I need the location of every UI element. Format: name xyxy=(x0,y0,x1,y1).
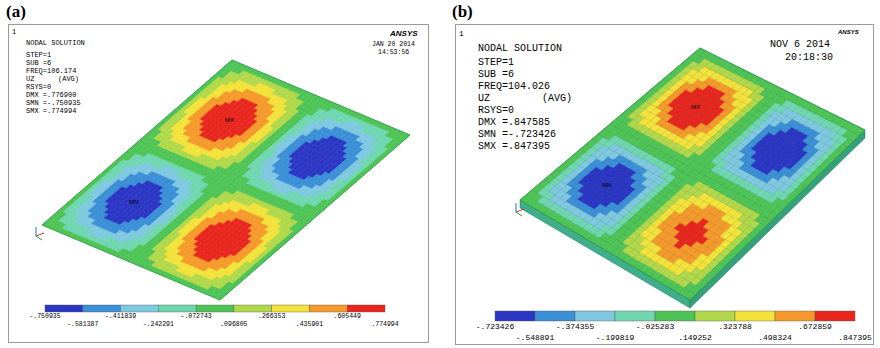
plot-frame xyxy=(456,25,874,345)
plate-mode-shape xyxy=(520,48,865,300)
plot-frame xyxy=(9,25,429,343)
plate-outline xyxy=(42,60,410,300)
plate-mode-shape xyxy=(42,60,410,300)
